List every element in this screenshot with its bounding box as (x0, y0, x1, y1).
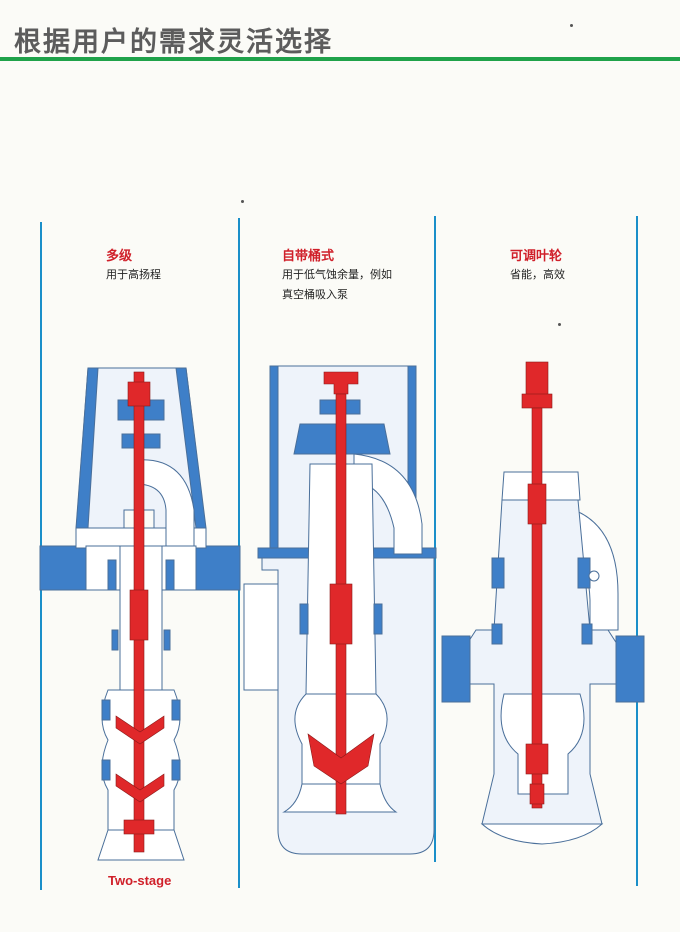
column-2-desc-line: 用于低气蚀余量，例如 (282, 268, 392, 281)
adjustable-impeller-pump-cross-section (441, 361, 645, 845)
column-3-desc-line: 省能，高效 (510, 268, 565, 281)
header-rule (0, 57, 680, 61)
page-header: 根据用户的需求灵活选择 (0, 0, 680, 62)
column-divider (434, 216, 436, 862)
multistage-pump-cross-section (39, 367, 241, 861)
speck (570, 24, 573, 27)
canned-pump-cross-section (243, 365, 437, 855)
column-2-title: 自带桶式 (282, 249, 335, 264)
column-2-desc-line: 真空桶吸入泵 (282, 288, 348, 301)
two-stage-caption: Two-stage (108, 873, 172, 888)
page-title: 根据用户的需求灵活选择 (14, 27, 333, 58)
speck (241, 200, 244, 203)
column-3-desc: 省能，高效 (510, 265, 565, 285)
column-divider (636, 216, 638, 886)
column-2-desc: 用于低气蚀余量，例如 真空桶吸入泵 (282, 265, 392, 305)
column-1-desc-line: 用于高扬程 (106, 268, 161, 281)
column-3-title: 可调叶轮 (510, 249, 563, 264)
column-1-title: 多级 (106, 249, 133, 264)
speck (558, 323, 561, 326)
column-1-desc: 用于高扬程 (106, 265, 161, 285)
